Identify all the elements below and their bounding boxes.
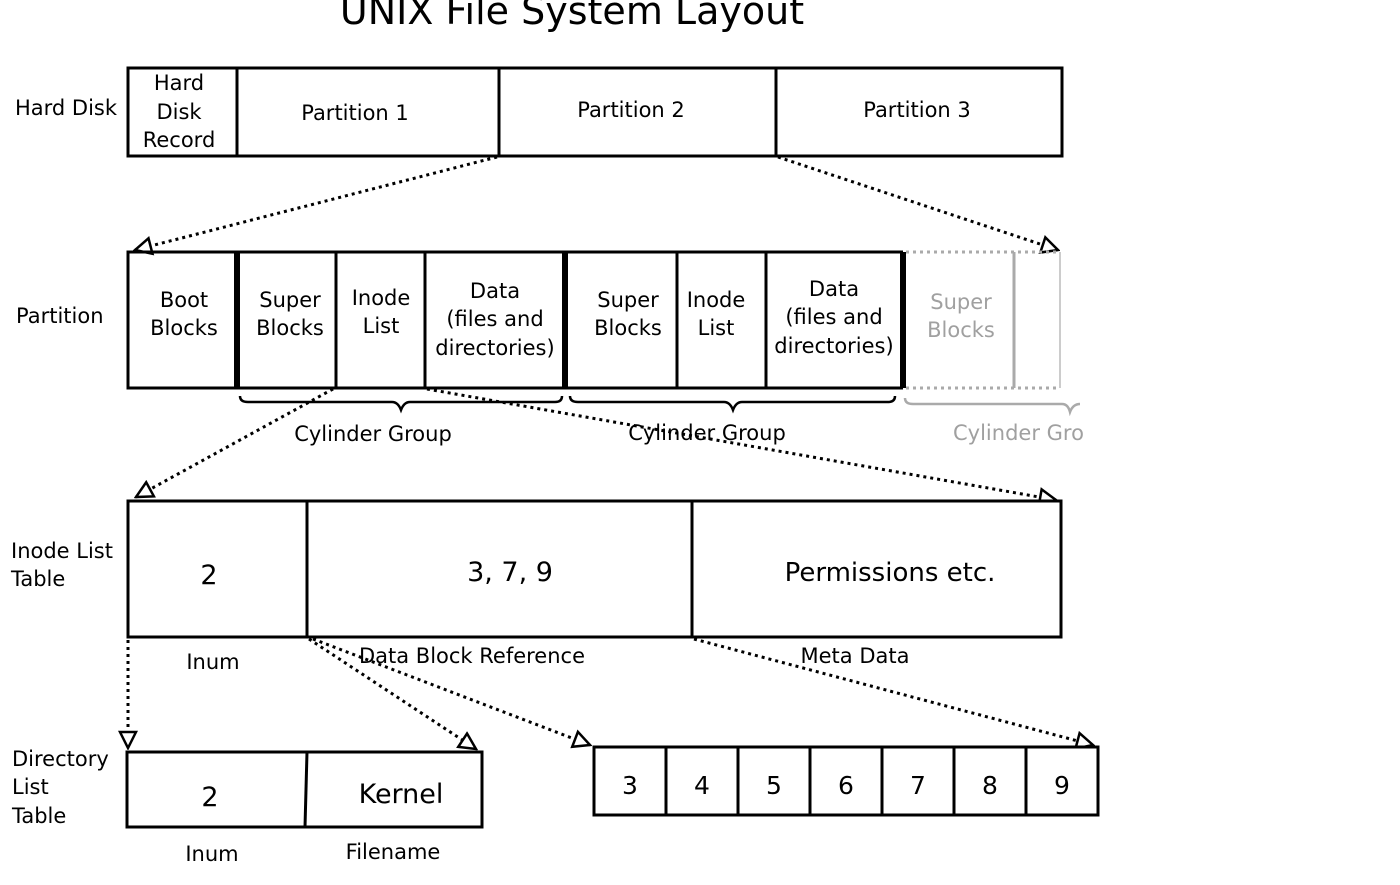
data-2-line3: directories) <box>774 334 893 358</box>
row-label-directory-table-line2: List <box>12 775 49 799</box>
arrow-meta-to-blocks <box>693 637 1093 745</box>
inode-inum-value: 2 <box>200 560 217 591</box>
super-blocks-cell-1: Super Blocks <box>256 288 324 340</box>
data-block-3: 3 <box>622 771 638 800</box>
row-label-directory-table-line3: Table <box>11 804 66 828</box>
super-blocks-1-line2: Blocks <box>256 316 324 340</box>
row-label-inode-table-line2: Table <box>10 567 65 591</box>
hard-disk-record-line3: Record <box>143 128 216 152</box>
hard-disk-record-line1: Hard <box>154 71 204 95</box>
cylinder-group-brace-1 <box>238 395 564 414</box>
super-blocks-2-line2: Blocks <box>594 316 662 340</box>
data-1-line2: (files and <box>446 307 543 331</box>
inode-inum-label: Inum <box>186 650 239 674</box>
super-blocks-3-line2: Blocks <box>927 318 995 342</box>
directory-inum-value: 2 <box>201 782 218 813</box>
data-1-line3: directories) <box>435 336 554 360</box>
inode-table <box>126 499 1063 639</box>
hard-disk-bar <box>126 66 1064 158</box>
data-2-line2: (files and <box>785 305 882 329</box>
data-block-8: 8 <box>982 771 998 800</box>
super-blocks-2-line1: Super <box>597 288 659 312</box>
hard-disk-record-cell: Hard Disk Record <box>143 71 216 152</box>
directory-table <box>125 750 484 829</box>
arrow-ref-to-blocks <box>312 637 590 745</box>
directory-inum-label: Inum <box>185 842 238 866</box>
data-cell-2: Data (files and directories) <box>774 277 893 358</box>
inode-data-block-ref-value: 3, 7, 9 <box>467 557 553 588</box>
data-blocks-frame <box>592 745 1100 817</box>
inode-data-block-ref-label: Data Block Reference <box>359 644 585 668</box>
cylinder-group-label-3: Cylinder Gro <box>953 421 1084 445</box>
inode-list-2-line1: Inode <box>687 288 746 312</box>
diagram-title: UNIX File System Layout <box>340 0 804 33</box>
inode-list-cell-1: Inode List <box>352 286 411 338</box>
zoom-arrow-left <box>135 155 498 250</box>
super-blocks-3-line1: Super <box>930 290 992 314</box>
zoom-arrow-inode-right <box>426 387 1056 500</box>
cylinder-group-label-2: Cylinder Group <box>628 421 786 445</box>
hard-disk-record-line2: Disk <box>156 100 202 124</box>
cylinder-group-brace-3 <box>903 397 1081 417</box>
row-label-directory-table-line1: Directory <box>12 747 109 771</box>
directory-filename-value: Kernel <box>359 779 444 810</box>
arrow-ref-to-filename <box>308 637 476 749</box>
directory-filename-label: Filename <box>346 840 441 864</box>
boot-blocks-line1: Boot <box>160 288 208 312</box>
data-blocks-row: 3 4 5 6 7 8 9 <box>592 745 1100 817</box>
inode-meta-label: Meta Data <box>801 644 910 668</box>
zoom-arrow-inode-left <box>136 387 334 497</box>
super-blocks-1-line1: Super <box>259 288 321 312</box>
row-label-partition: Partition <box>16 304 104 328</box>
inode-meta-value: Permissions etc. <box>785 558 996 588</box>
partition-3-cell: Partition 3 <box>863 98 971 122</box>
row-label-inode-table-line1: Inode List <box>11 539 113 563</box>
row-label-hard-disk: Hard Disk <box>15 96 118 120</box>
zoom-arrow-right <box>777 155 1058 250</box>
partition-bar <box>126 250 1061 390</box>
boot-blocks-line2: Blocks <box>150 316 218 340</box>
inode-list-cell-2: Inode List <box>687 288 746 340</box>
data-cell-1: Data (files and directories) <box>435 279 554 360</box>
data-block-7: 7 <box>910 771 926 800</box>
data-block-9: 9 <box>1054 771 1070 800</box>
data-block-6: 6 <box>838 771 854 800</box>
inode-list-2-line2: List <box>698 316 735 340</box>
data-block-5: 5 <box>766 771 782 800</box>
partition-2-cell: Partition 2 <box>577 98 685 122</box>
super-blocks-cell-3-faded: Super Blocks <box>927 290 995 342</box>
cylinder-group-label-1: Cylinder Group <box>294 422 452 446</box>
cylinder-group-brace-2 <box>568 395 897 414</box>
data-1-line1: Data <box>470 279 520 303</box>
super-blocks-cell-2: Super Blocks <box>594 288 662 340</box>
data-block-4: 4 <box>694 771 710 800</box>
partition-1-cell: Partition 1 <box>301 101 409 125</box>
data-2-line1: Data <box>809 277 859 301</box>
boot-blocks-cell: Boot Blocks <box>150 288 218 340</box>
inode-list-1-line1: Inode <box>352 286 411 310</box>
inode-list-1-line2: List <box>363 314 400 338</box>
